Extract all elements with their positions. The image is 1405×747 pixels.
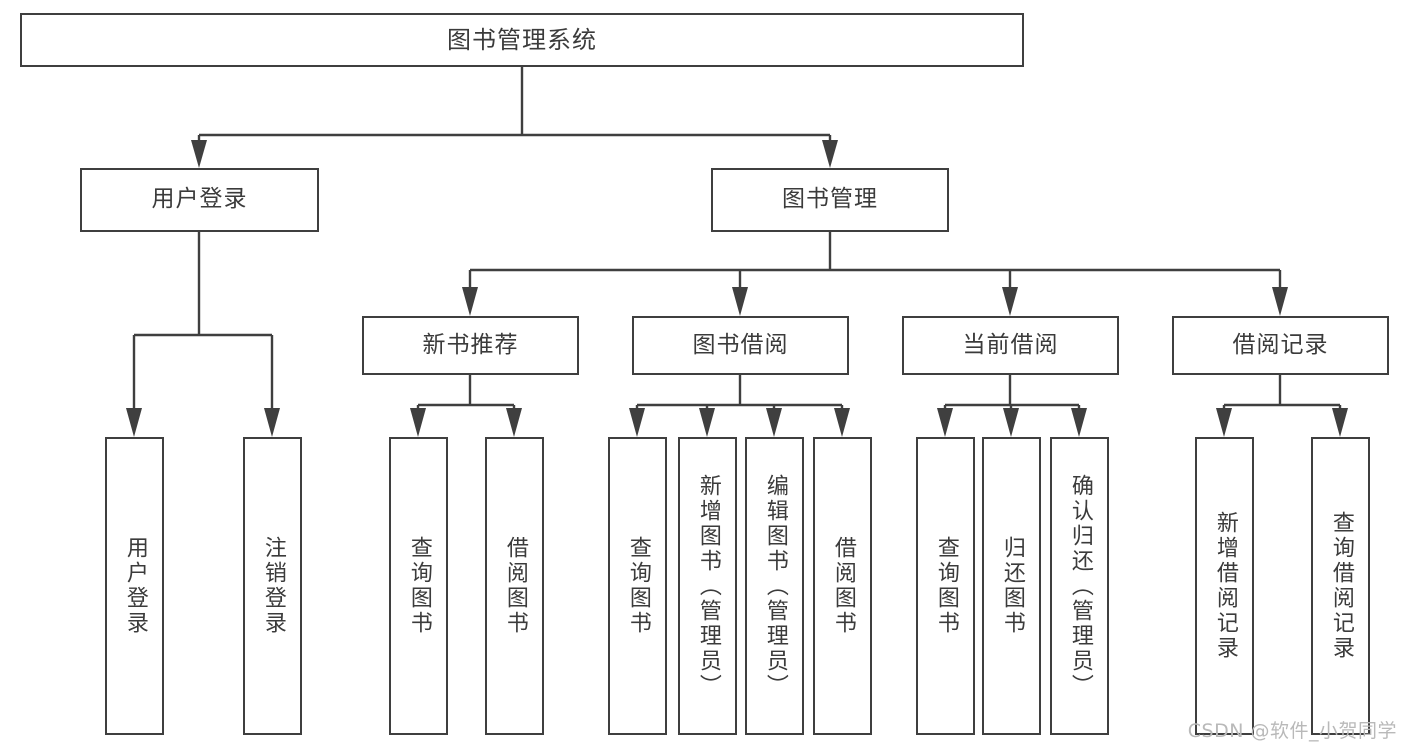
- leaf-edit-book-admin[interactable]: 编辑图书（管理员）: [745, 437, 804, 735]
- node-label: 确认归还（管理员）: [1067, 473, 1093, 699]
- node-new-book-recommend[interactable]: 新书推荐: [362, 316, 579, 375]
- node-label: 借阅图书: [502, 536, 528, 636]
- leaf-query-book-current[interactable]: 查询图书: [916, 437, 975, 735]
- leaf-user-login[interactable]: 用户登录: [105, 437, 164, 735]
- node-root-system[interactable]: 图书管理系统: [20, 13, 1024, 67]
- node-label: 新增借阅记录: [1212, 511, 1238, 661]
- node-borrow-record[interactable]: 借阅记录: [1172, 316, 1389, 375]
- node-label: 查询图书: [406, 536, 432, 636]
- node-label: 归还图书: [999, 536, 1025, 636]
- node-label: 图书借阅: [692, 331, 789, 358]
- node-label: 查询图书: [625, 536, 651, 636]
- leaf-borrow-book-recommend[interactable]: 借阅图书: [485, 437, 544, 735]
- node-label: 编辑图书（管理员）: [762, 473, 788, 699]
- leaf-user-logout[interactable]: 注销登录: [243, 437, 302, 735]
- csdn-watermark: CSDN @软件_小贺同学: [1187, 720, 1397, 742]
- node-label: 用户登录: [122, 536, 148, 636]
- node-label: 新书推荐: [422, 331, 519, 358]
- node-label: 图书管理: [782, 186, 878, 213]
- node-label: 查询借阅记录: [1328, 511, 1354, 661]
- node-label: 借阅图书: [830, 536, 856, 636]
- leaf-query-book-recommend[interactable]: 查询图书: [389, 437, 448, 735]
- leaf-query-book-borrow[interactable]: 查询图书: [608, 437, 667, 735]
- leaf-add-borrow-record[interactable]: 新增借阅记录: [1195, 437, 1254, 735]
- leaf-borrow-book[interactable]: 借阅图书: [813, 437, 872, 735]
- node-label: 新增图书（管理员）: [695, 473, 721, 699]
- node-current-borrow[interactable]: 当前借阅: [902, 316, 1119, 375]
- leaf-query-borrow-record[interactable]: 查询借阅记录: [1311, 437, 1370, 735]
- node-label: 当前借阅: [962, 331, 1059, 358]
- node-book-management[interactable]: 图书管理: [711, 168, 949, 232]
- leaf-return-book[interactable]: 归还图书: [982, 437, 1041, 735]
- node-user-login[interactable]: 用户登录: [80, 168, 319, 232]
- leaf-add-book-admin[interactable]: 新增图书（管理员）: [678, 437, 737, 735]
- node-label: 注销登录: [260, 536, 286, 636]
- node-book-borrow[interactable]: 图书借阅: [632, 316, 849, 375]
- leaf-confirm-return-admin[interactable]: 确认归还（管理员）: [1050, 437, 1109, 735]
- node-label: 借阅记录: [1232, 331, 1329, 358]
- node-label: 查询图书: [933, 536, 959, 636]
- node-label: 图书管理系统: [447, 25, 597, 54]
- node-label: 用户登录: [151, 186, 248, 213]
